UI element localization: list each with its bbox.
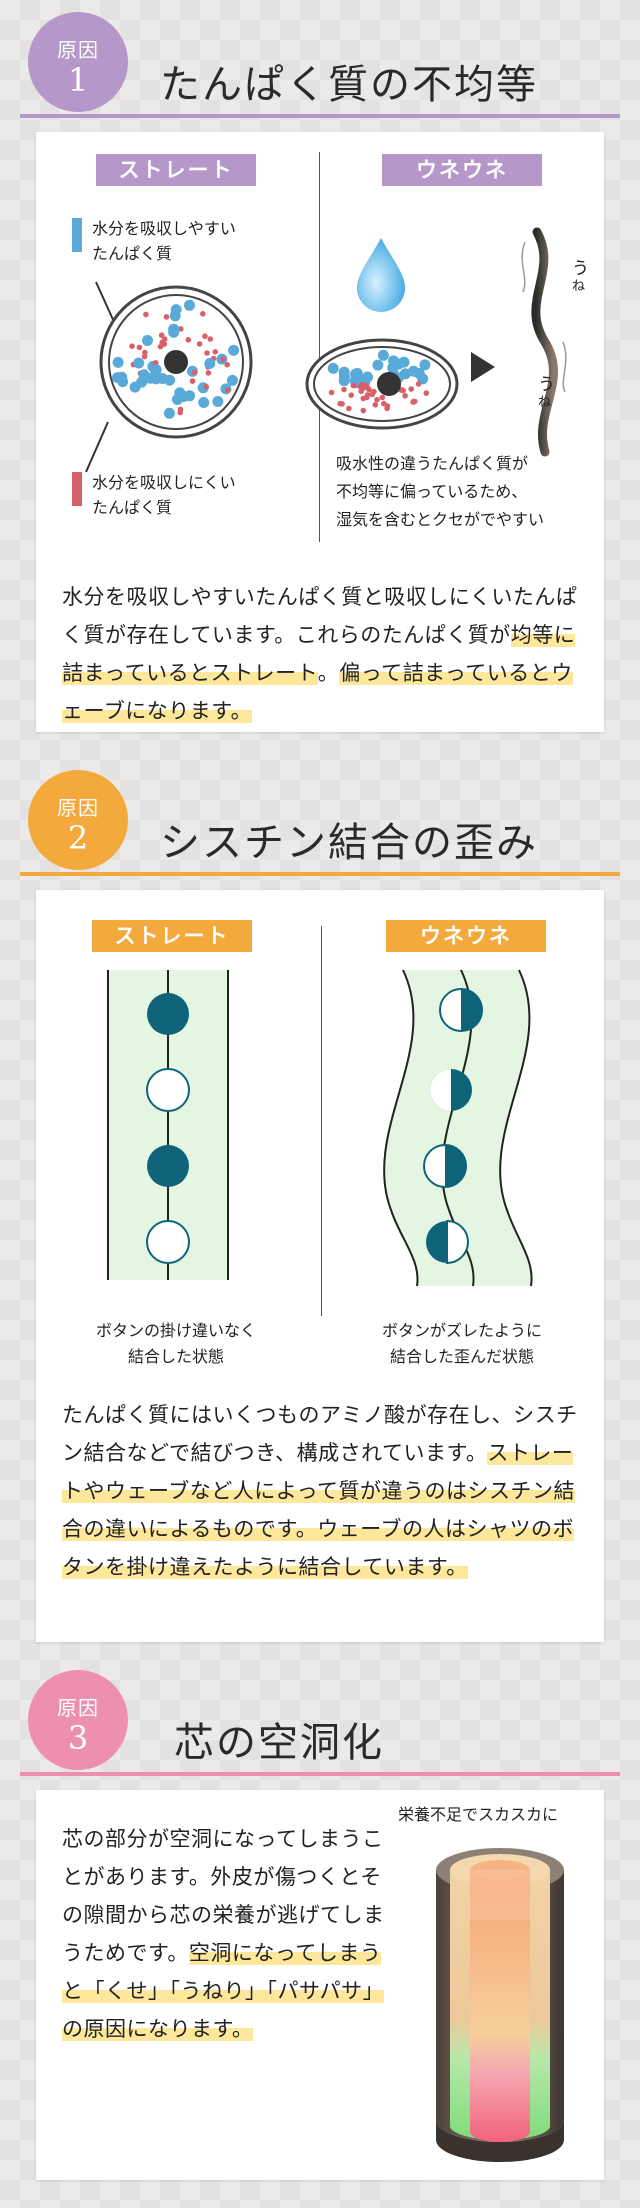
hollow-hair-shaft-illustration — [436, 1848, 564, 2162]
cause-description: 水分を吸収しやすいたんぱく質と吸収しにくいたんぱく質が存在しています。これらのた… — [62, 585, 578, 723]
title-rule — [20, 872, 620, 876]
wavy-bond-illustration — [383, 969, 533, 1287]
badge-label: 原因 — [57, 1696, 99, 1720]
section-cause-1: 原因 1 たんぱく質の不均等 ストレート ウネウネ 水分を吸収しやすい たんぱく… — [0, 12, 640, 752]
badge-label: 原因 — [57, 796, 99, 820]
wavy-caption: ボタンがズレたように 結合した歪んだ状態 — [381, 1321, 542, 1366]
badge-number: 1 — [67, 61, 89, 99]
title-rule — [20, 114, 620, 118]
tag-wavy: ウネウネ — [382, 154, 542, 186]
column-divider — [319, 152, 320, 542]
wavy-caption: 吸水性の違うたんぱく質が 不均等に偏っているため、 湿気を含むとクセがでやすい — [336, 454, 545, 529]
cause-badge-3: 原因 3 — [28, 1670, 128, 1770]
legend-water-resistant: 水分を吸収しにくい たんぱく質 — [92, 473, 236, 517]
wave-mark-1: う ね — [572, 259, 589, 294]
title-rule — [20, 1772, 620, 1776]
wave-mark-2: う ね — [538, 375, 555, 410]
tag-straight: ストレート — [92, 920, 252, 952]
cause-badge-2: 原因 2 — [28, 770, 128, 870]
cause-description: 芯の部分が空洞になってしまうことがあります。外皮が傷つくとその隙間から芯の栄養が… — [62, 1827, 385, 2041]
legend-water-absorbing: 水分を吸収しやすい たんぱく質 — [92, 219, 236, 263]
section-title: たんぱく質の不均等 — [160, 62, 538, 108]
tag-straight: ストレート — [96, 154, 256, 186]
cause-description: たんぱく質にはいくつものアミノ酸が存在し、シスチン結合などで結びつき、構成されて… — [62, 1403, 578, 1579]
illustration-label: 栄養不足でスカスカに — [398, 1805, 559, 1824]
straight-cross-section-illustration — [72, 218, 253, 506]
section-title: 芯の空洞化 — [174, 1720, 384, 1766]
wavy-cross-section-illustration — [305, 227, 567, 457]
tag-wavy: ウネウネ — [386, 920, 546, 952]
section-title: シスチン結合の歪み — [160, 820, 538, 866]
badge-label: 原因 — [57, 38, 99, 62]
column-divider — [321, 926, 322, 1316]
cause-card: ストレート ウネウネ ボタンの掛け違いなく 結合した状態 — [36, 890, 604, 1642]
cause-card: ストレート ウネウネ 水分を吸収しやすい たんぱく質 水分を吸収しにくい たんぱ… — [36, 132, 604, 732]
straight-caption: ボタンの掛け違いなく 結合した状態 — [95, 1321, 256, 1366]
cause-badge-1: 原因 1 — [28, 12, 128, 112]
section-cause-2: 原因 2 シスチン結合の歪み ストレート ウネウネ ボタンの掛け違いなく 結合し… — [0, 770, 640, 1650]
badge-number: 2 — [67, 819, 89, 857]
section-cause-3: 原因 3 芯の空洞化 栄養不足でスカスカに — [0, 1670, 640, 2200]
badge-number: 3 — [67, 1719, 89, 1757]
cause-card: 栄養不足でスカスカに 芯の部分が空洞になって — [36, 1790, 604, 2180]
straight-bond-illustration — [107, 970, 229, 1280]
